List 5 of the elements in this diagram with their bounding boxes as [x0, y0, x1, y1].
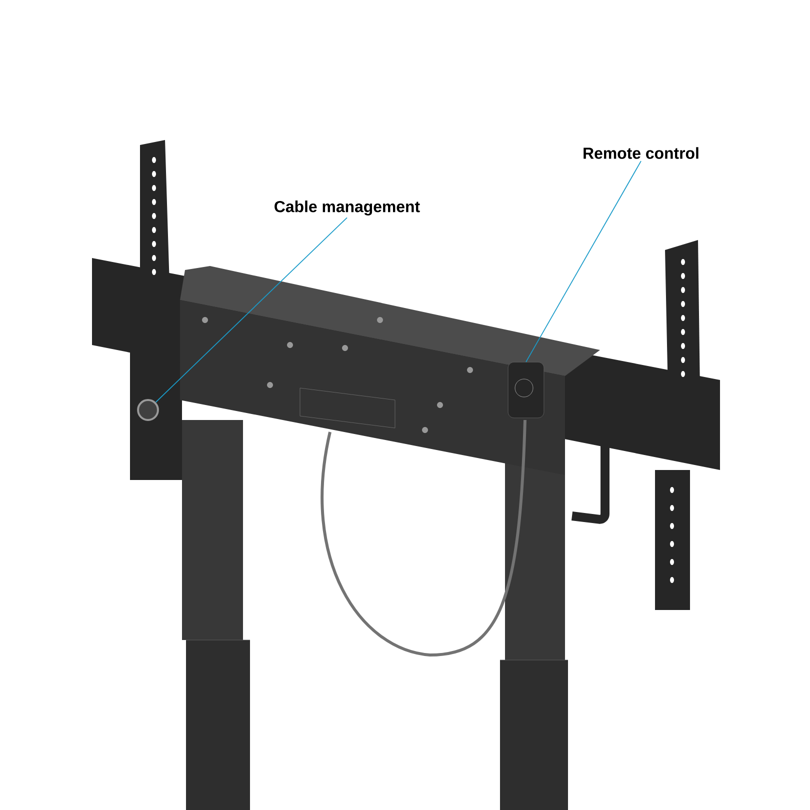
callout-text: Remote control [584, 147, 698, 159]
leader-line [155, 217, 348, 403]
callout-text: Cable management [274, 200, 420, 216]
remote-control [508, 362, 544, 418]
leader-line [526, 160, 642, 362]
